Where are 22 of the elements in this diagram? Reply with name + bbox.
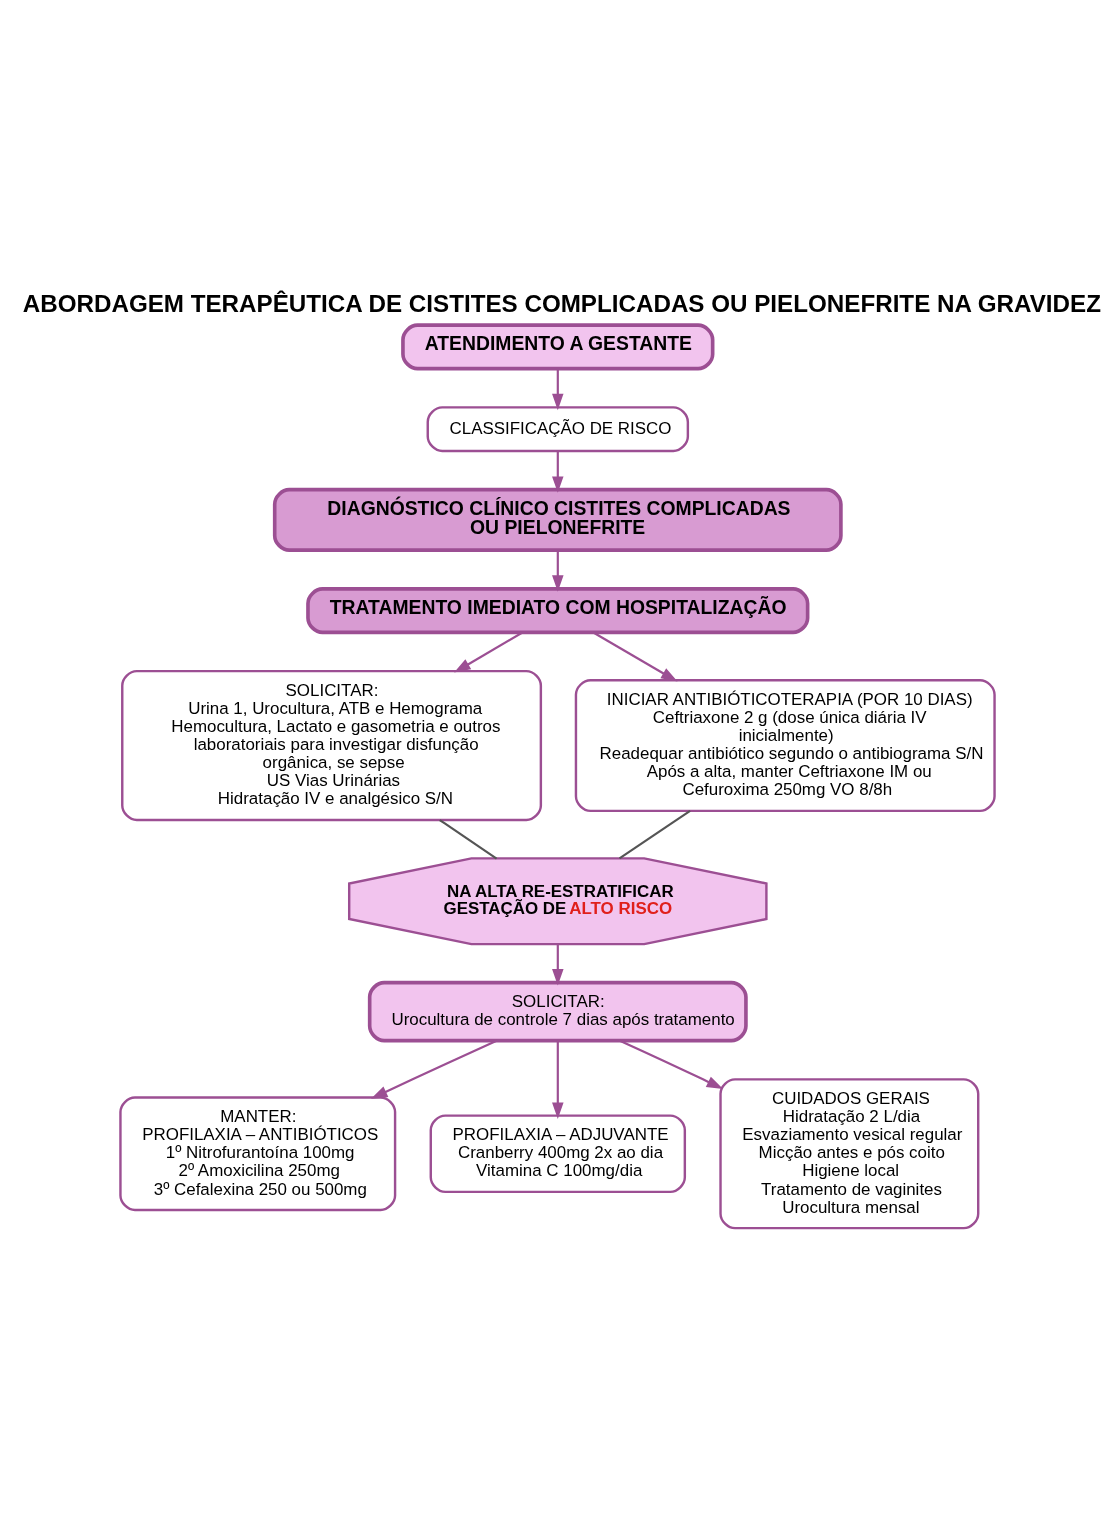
arrow bbox=[552, 1040, 564, 1119]
node-box: DIAGNÓSTICO CLÍNICO CISTITES COMPLICADAS OU PIELONEFRITE bbox=[272, 487, 843, 552]
arrow bbox=[371, 1039, 498, 1099]
diagram-title: ABORDAGEM TERAPÊUTICA DE CISTITES COMPLICADAS OU PIELONEFRITE NA GRAVIDEZ bbox=[22, 289, 1101, 317]
arrow bbox=[454, 631, 523, 673]
connector bbox=[439, 819, 498, 860]
node-box: INICIAR ANTIBIÓTICOTERAPIA (POR 10 DIAS) Ceftriaxone 2 g (dose única diária IV inicialmente) Readequar antibiótico segundo o antibiograma S/N Após a alta, manter Ceftriaxone IM ou Cefuroxima 250mg VO 8/8h bbox=[574, 679, 996, 813]
node-box: SOLICITAR: Urina 1, Urocultura, ATB e Hemograma Hemocultura, Lactato e gasometria e outros laboratoriais para investigar disfunção orgânica, se sepse US Vias Urinárias Hidratação IV e analgésico S/N bbox=[121, 669, 543, 822]
connector bbox=[618, 809, 691, 860]
arrow bbox=[619, 1039, 724, 1090]
arrow bbox=[552, 943, 564, 986]
node-box: PROFILAXIA – ADJUVANTE Cranberry 400mg 2x ao dia Vitamina C 100mg/dia bbox=[429, 1114, 687, 1194]
arrow bbox=[552, 451, 564, 493]
arrow bbox=[592, 631, 678, 682]
node-box: CUIDADOS GERAIS Hidratação 2 L/dia Esvaziamento vesical regular Micção antes e pós coito Higiene local Tratamento de vaginites Urocultura mensal bbox=[719, 1078, 980, 1230]
node-box: TRATAMENTO IMEDIATO COM HOSPITALIZAÇÃO bbox=[306, 587, 810, 635]
arrow bbox=[552, 550, 564, 592]
node-box: MANTER: PROFILAXIA – ANTIBIÓTICOS 1º Nitrofurantoína 100mg 2º Amoxicilina 250mg 3º Cefalexina 250 ou 500mg bbox=[119, 1096, 397, 1212]
node-box: SOLICITAR: Urocultura de controle 7 dias após tratamento bbox=[367, 980, 748, 1043]
node-box: ATENDIMENTO A GESTANTE bbox=[401, 323, 715, 371]
node-box: CLASSIFICAÇÃO DE RISCO bbox=[426, 406, 690, 453]
arrow bbox=[552, 369, 564, 411]
